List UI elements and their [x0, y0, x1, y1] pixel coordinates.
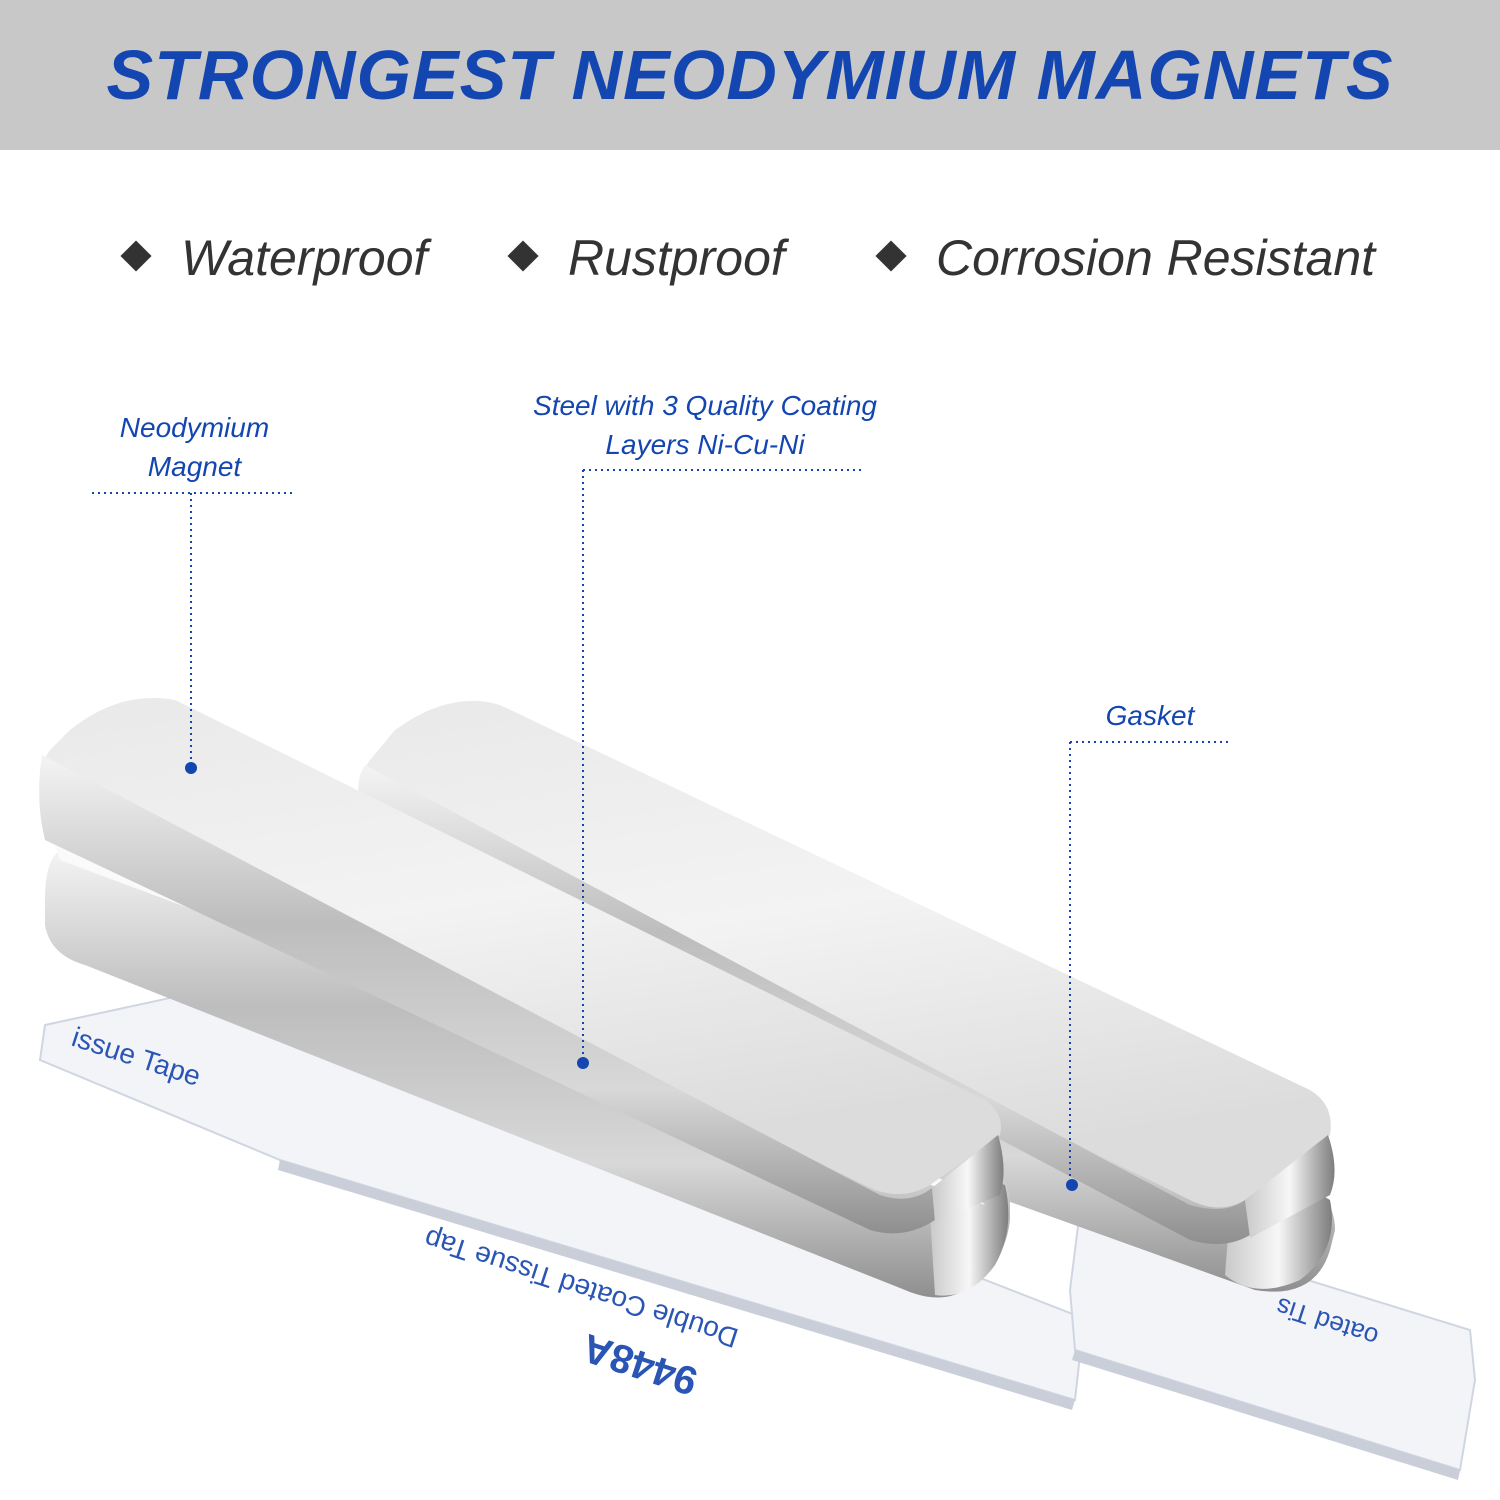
tape-sheet-right: oated Tis: [1068, 1208, 1477, 1480]
callout-steel-coating: Steel with 3 Quality Coating Layers Ni-C…: [505, 386, 905, 464]
callout-dot-gasket: [1066, 1179, 1078, 1191]
callout-line: Steel with 3 Quality Coating: [533, 390, 877, 421]
magnet-bar-left-top: [39, 698, 1004, 1234]
feature-corrosion-resistant: Corrosion Resistant: [875, 228, 1376, 288]
feature-rustproof: Rustproof: [507, 228, 785, 288]
feature-label: Rustproof: [568, 230, 785, 286]
magnet-bar-right-top: [358, 700, 1335, 1244]
callout-dot-steel: [577, 1057, 589, 1069]
callout-leaders: [92, 469, 1230, 1185]
callout-dot-magnet: [185, 762, 197, 774]
callout-line: Layers Ni-Cu-Ni: [605, 429, 805, 460]
title-banner: [0, 0, 1500, 150]
callout-gasket: Gasket: [1105, 700, 1195, 731]
feature-waterproof: Waterproof: [120, 228, 428, 288]
feature-label: Corrosion Resistant: [936, 230, 1376, 286]
page-title: STRONGEST NEODYMIUM MAGNETS: [106, 36, 1394, 114]
callout-line: Neodymium: [119, 412, 270, 443]
callout-neodymium-magnet: Neodymium Magnet: [92, 408, 297, 486]
callout-line: Magnet: [147, 451, 242, 482]
feature-label: Waterproof: [181, 230, 428, 286]
